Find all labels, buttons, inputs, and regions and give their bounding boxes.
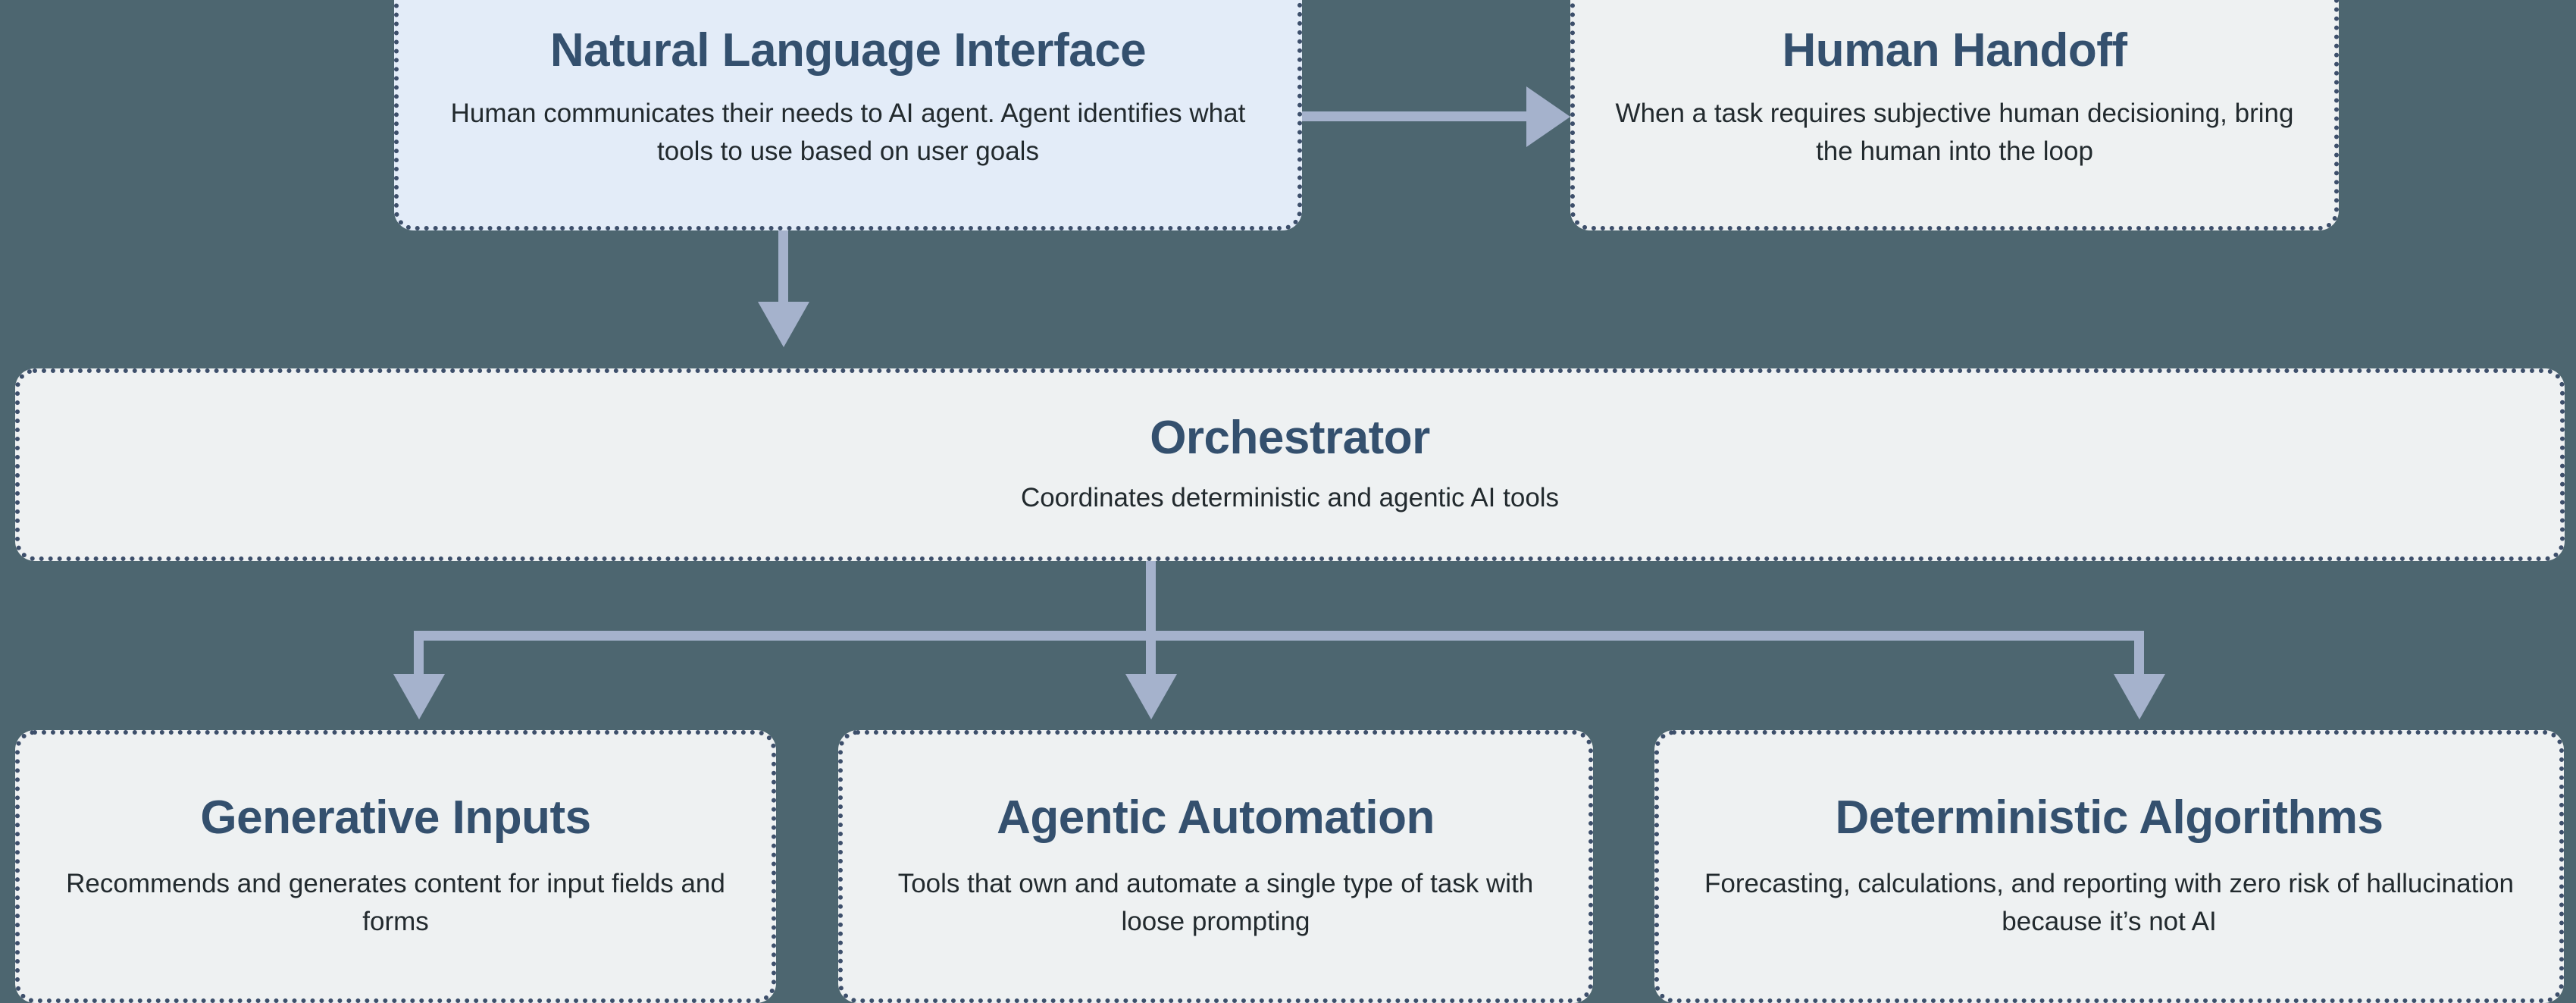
node-orchestrator[interactable]: Orchestrator Coordinates deterministic a… [15,368,2565,561]
arrow-down-icon-orchestrator-to-deterministic-algorithms [2114,674,2165,719]
arrow-down-icon-orchestrator-to-generative-inputs [393,674,445,719]
node-title-generative-inputs: Generative Inputs [200,791,591,844]
node-description-agentic-automation: Tools that own and automate a single typ… [897,868,1534,936]
node-title-deterministic-algorithms: Deterministic Algorithms [1835,791,2384,844]
arrow-down-icon-nli-to-orchestrator [758,302,809,347]
node-description-natural-language-interface: Human communicates their needs to AI age… [450,98,1246,166]
connector-orchestrator-to-generative-inputs-line [414,631,424,678]
node-title-human-handoff: Human Handoff [1782,24,2127,77]
connector-orchestrator-stem [1146,560,1156,641]
node-description-deterministic-algorithms: Forecasting, calculations, and reporting… [1704,868,2515,936]
node-natural-language-interface[interactable]: Natural Language Interface Human communi… [394,0,1302,230]
node-description-orchestrator: Coordinates deterministic and agentic AI… [1020,482,1560,512]
connector-orchestrator-to-agentic-automation-line [1146,631,1156,678]
node-description-human-handoff: When a task requires subjective human de… [1615,98,2294,166]
node-agentic-automation[interactable]: Agentic Automation Tools that own and au… [838,730,1593,1003]
node-deterministic-algorithms[interactable]: Deterministic Algorithms Forecasting, ca… [1654,730,2564,1003]
node-title-natural-language-interface: Natural Language Interface [549,24,1147,77]
connector-orchestrator-to-deterministic-algorithms-line [2134,631,2144,678]
node-human-handoff[interactable]: Human Handoff When a task requires subje… [1570,0,2339,230]
diagram-canvas: Natural Language Interface Human communi… [15,0,2565,1003]
arrow-right-icon-nli-to-human-handoff [1526,86,1570,147]
node-generative-inputs[interactable]: Generative Inputs Recommends and generat… [15,730,776,1003]
node-title-agentic-automation: Agentic Automation [997,791,1435,844]
connector-orchestrator-branch-bus [414,631,2144,641]
node-title-orchestrator: Orchestrator [1150,411,1430,464]
arrow-down-icon-orchestrator-to-agentic-automation [1125,674,1177,719]
connector-nli-to-human-handoff-line [1301,111,1529,121]
node-description-generative-inputs: Recommends and generates content for inp… [66,868,725,936]
connector-nli-to-orchestrator-line [778,230,788,306]
